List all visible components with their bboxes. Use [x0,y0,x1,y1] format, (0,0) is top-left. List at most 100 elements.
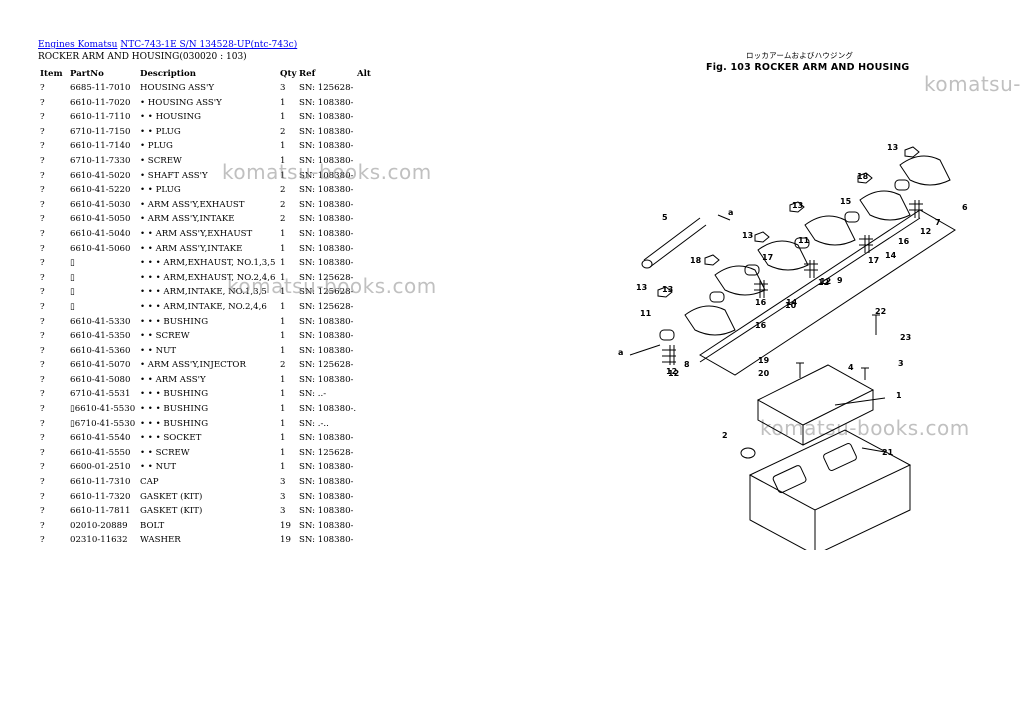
cell-ref: SN: 125628- [299,287,354,298]
figure-caption: ロッカアームおよびハウジング Fig. 103 ROCKER ARM AND H… [706,50,909,73]
cell-description: • • SCREW [140,331,190,342]
cell-qty: 1 [280,228,286,239]
cell-qty: 1 [280,272,286,283]
cell-description: • ARM ASS'Y,INJECTOR [140,360,246,371]
cell-qty: 3 [280,491,286,502]
cell-alt [357,125,377,140]
cell-item: ? [40,462,45,473]
cell-partno: 6610-41-5040 [70,228,131,239]
cell-description: GASKET (KIT) [140,506,203,517]
cell-description: • • SCREW [140,447,190,458]
cell-ref: SN: 108380- [299,243,354,254]
cell-description: • • • ARM,EXHAUST, NO.2,4,6 [140,272,276,283]
cell-alt [357,139,377,154]
cell-alt [357,519,377,534]
cell-ref: SN: 108380- [299,228,354,239]
cell-qty: 1 [280,170,286,181]
cell-item: ? [40,316,45,327]
cell-description: • ARM ASS'Y,INTAKE [140,214,235,225]
callout-number: 8 [684,360,690,369]
callout-number: 14 [786,298,798,307]
cell-partno: 6610-41-5020 [70,170,131,181]
cell-partno: 6610-41-5330 [70,316,131,327]
callout-number: 16 [755,298,767,307]
cell-alt [357,169,377,184]
cell-alt [357,431,377,446]
cell-alt [357,271,377,286]
cell-alt [357,402,377,417]
cell-partno: 6610-41-5220 [70,185,131,196]
cell-item: ? [40,374,45,385]
col-header-qty: Qty [280,68,297,79]
cell-description: • SCREW [140,155,182,166]
cell-qty: 2 [280,214,286,225]
cell-partno: 02310-11632 [70,535,128,546]
cell-qty: 2 [280,126,286,137]
cell-partno: 02010-20889 [70,520,128,531]
exploded-parts-diagram: 1318131715765a13111416121318109121781213… [618,143,968,550]
cell-ref: SN: 108380- [299,433,354,444]
cell-item: ? [40,83,45,93]
cell-item: ? [40,126,45,137]
cell-description: GASKET (KIT) [140,491,203,502]
cell-ref: SN: 108380- [299,345,354,356]
cell-qty: 1 [280,462,286,473]
cell-description: • • • BUSHING [140,389,209,400]
figure-caption-japanese: ロッカアームおよびハウジング [746,51,854,60]
breadcrumb-link-engines[interactable]: Engines Komatsu [38,40,118,50]
rocker-shaft-outline [643,217,707,268]
callout-number: 3 [898,359,904,368]
cell-alt [357,96,377,111]
cell-ref: SN: 108380- [299,170,354,181]
cell-ref: SN: 108380- [299,126,354,137]
cell-item: ? [40,506,45,517]
cell-partno: 6610-11-7140 [70,141,131,152]
cell-item: ? [40,228,45,239]
cell-ref: SN: 108380- [299,331,354,342]
cell-item: ? [40,141,45,152]
cell-description: • • • BUSHING [140,316,209,327]
callout-number: 10 [785,301,797,310]
cell-description: • PLUG [140,141,173,152]
cell-qty: 2 [280,185,286,196]
cell-description: • • ARM ASS'Y,INTAKE [140,243,243,254]
callout-number: 7 [935,218,941,227]
callout-number: 18 [690,256,702,265]
cell-qty: 1 [280,301,286,312]
cell-alt [357,504,377,519]
breadcrumb-link-model[interactable]: NTC-743-1E S/N 134528-UP(ntc-743c) [120,40,298,50]
cell-description: WASHER [140,535,181,546]
callout-number: a [728,208,733,217]
cell-qty: 1 [280,112,286,123]
parts-list-panel: Engines Komatsu NTC-743-1E S/N 134528-UP… [38,39,378,548]
cell-item: ? [40,404,45,415]
callout-number: 17 [868,256,879,265]
cell-ref: SN: 125628- [299,360,354,371]
cell-partno: 6610-11-7320 [70,491,131,502]
cell-item: ? [40,258,45,269]
cell-ref: SN: 125628- [299,447,354,458]
callout-number: 23 [900,333,911,342]
cell-description: • • • SOCKET [140,433,202,444]
callout-number: 12 [668,369,679,378]
cell-item: ? [40,155,45,166]
figure-caption-english: Fig. 103 ROCKER ARM AND HOUSING [706,62,910,73]
cell-ref: SN: 108380- [299,155,354,166]
cell-item: ? [40,170,45,181]
cell-alt [357,256,377,271]
cell-item: ? [40,97,45,108]
col-header-ref: Ref [299,68,316,79]
cell-partno: 6685-11-7010 [70,83,131,93]
